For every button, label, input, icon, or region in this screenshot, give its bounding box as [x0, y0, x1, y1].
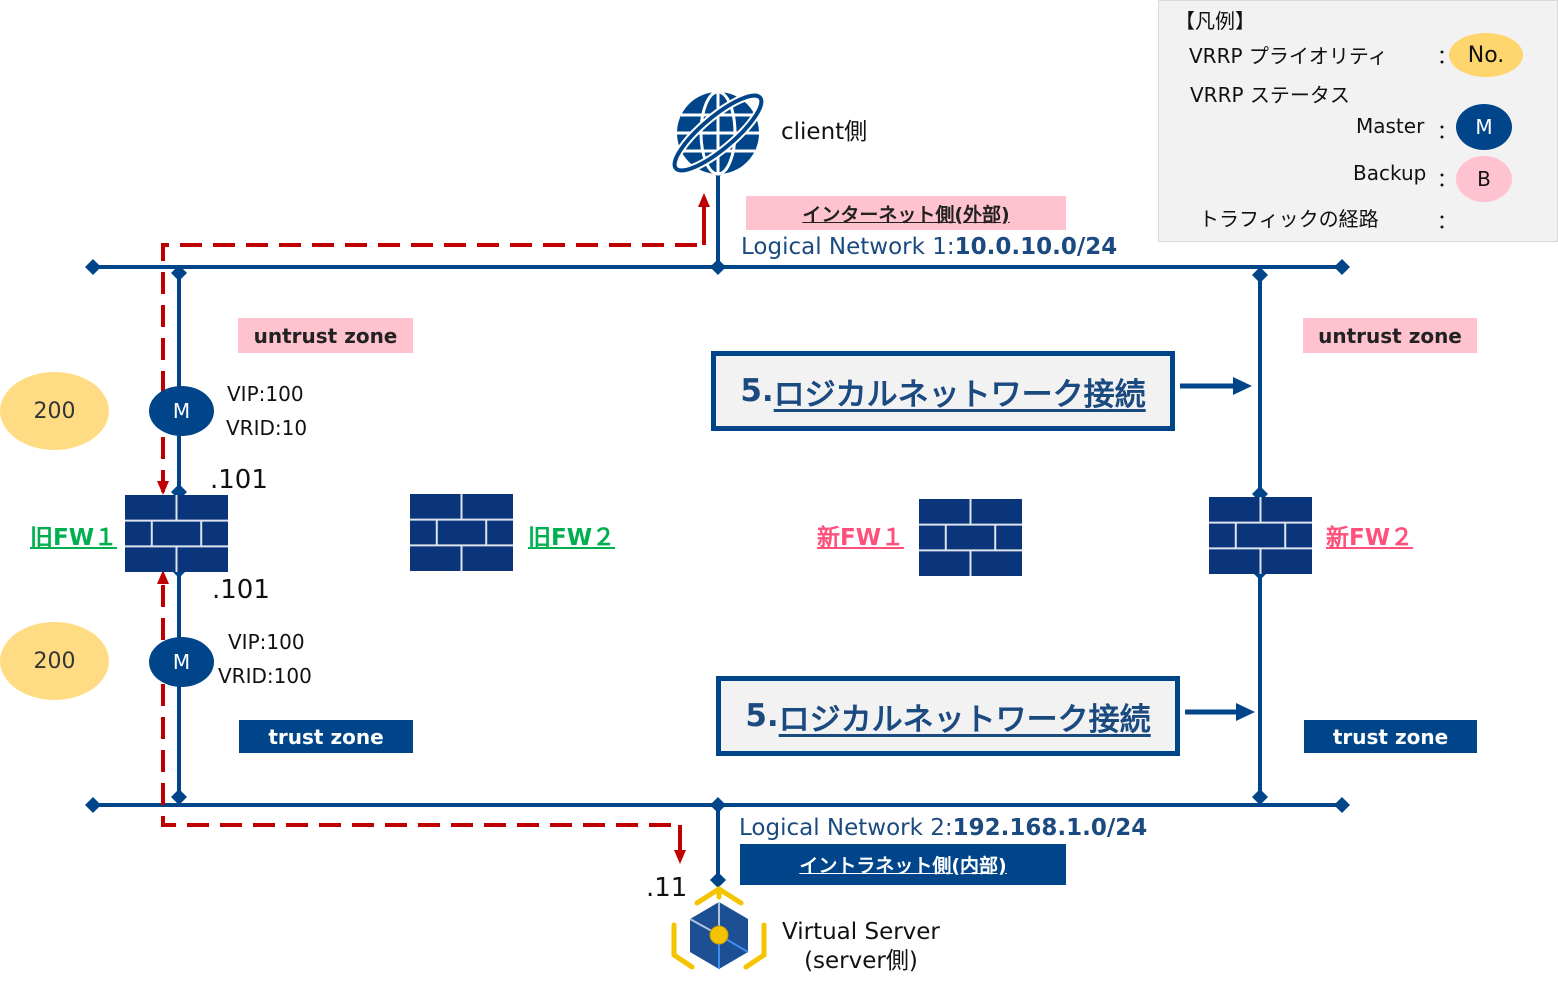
legend-backup-symbol: B [1456, 156, 1512, 202]
new-fw1-label[interactable]: 新FW１ [817, 525, 905, 551]
network1-name: Logical Network 1: [741, 234, 955, 260]
legend-colon: ： [1437, 167, 1457, 191]
firewall-icon-new-fw2[interactable] [1209, 497, 1312, 574]
traffic-arrow-up-client [698, 193, 710, 207]
network1-label: Logical Network 1:10.0.10.0/24 [741, 234, 1117, 260]
vrrp-status-upper: M [149, 386, 214, 436]
legend-master-symbol: M [1456, 104, 1512, 150]
server-label: Virtual Server (server側) [782, 918, 940, 976]
legend-traffic-label: トラフィックの経路 [1199, 207, 1379, 231]
server-label-line2: (server側) [804, 948, 918, 974]
firewall-icon-old-fw2[interactable] [410, 494, 513, 571]
step-box-lower: 5.ロジカルネットワーク接続 [716, 676, 1180, 756]
untrust-zone-left: untrust zone [238, 318, 413, 353]
traffic-arrow-down-server [674, 850, 686, 864]
step-lower-number: 5. [745, 698, 779, 734]
step-upper-text: ロジカルネットワーク接続 [773, 376, 1146, 413]
vrrp-vip-upper: VIP:100 [227, 382, 304, 406]
network1-cidr: 10.0.10.0/24 [954, 234, 1118, 260]
legend-priority-label: VRRP プライオリティ [1189, 44, 1388, 68]
vrrp-vip-lower: VIP:100 [228, 630, 305, 654]
legend-priority-symbol: No. [1449, 33, 1523, 77]
vrrp-vrid-lower: VRID:100 [218, 664, 312, 688]
step-upper-arrow [1180, 377, 1252, 395]
old-fw1-lower-ip: .101 [212, 575, 270, 605]
legend-colon: ： [1437, 119, 1457, 143]
intranet-side-tag: イントラネット側(内部) [740, 844, 1066, 885]
vrrp-info-upper: VIP:100 VRID:10 [226, 377, 308, 445]
vrrp-vrid-upper: VRID:10 [226, 416, 308, 440]
network2-name: Logical Network 2: [739, 815, 953, 841]
legend-status-label: VRRP ステータス [1190, 83, 1350, 107]
trust-zone-left: trust zone [239, 720, 413, 753]
server-ip: .11 [646, 873, 688, 903]
legend-colon: ： [1437, 209, 1457, 233]
legend-master-label: Master [1356, 114, 1425, 138]
old-fw2-label[interactable]: 旧FW２ [528, 525, 616, 551]
globe-icon [670, 90, 766, 176]
vrrp-status-lower: M [149, 637, 214, 687]
network2-label: Logical Network 2:192.168.1.0/24 [739, 815, 1147, 841]
legend-backup-label: Backup [1353, 161, 1427, 185]
vrrp-priority-lower: 200 [0, 622, 109, 700]
legend-panel: 【凡例】 VRRP プライオリティ ： No. VRRP ステータス Maste… [1158, 0, 1558, 242]
internet-side-tag: インターネット側(外部) [746, 196, 1066, 230]
step-upper-number: 5. [740, 373, 774, 409]
network2-cidr: 192.168.1.0/24 [952, 815, 1148, 841]
traffic-arrow-down-fw1 [157, 481, 169, 495]
vrrp-priority-upper: 200 [0, 372, 109, 450]
client-label: client側 [781, 119, 868, 145]
trust-zone-right: trust zone [1304, 720, 1477, 753]
legend-title: 【凡例】 [1175, 9, 1255, 33]
step-lower-arrow [1185, 703, 1255, 721]
untrust-zone-right: untrust zone [1303, 318, 1477, 353]
traffic-arrow-up-fw1 [157, 570, 169, 584]
step-box-upper: 5.ロジカルネットワーク接続 [711, 351, 1175, 431]
old-fw1-upper-ip: .101 [210, 465, 268, 495]
firewall-icon-old-fw1[interactable] [125, 495, 228, 572]
step-lower-text: ロジカルネットワーク接続 [778, 701, 1151, 738]
vrrp-info-lower: VIP:100 VRID:100 [218, 625, 312, 693]
new-fw2-label[interactable]: 新FW２ [1326, 525, 1414, 551]
firewall-icon-new-fw1[interactable] [919, 499, 1022, 576]
virtual-server-icon [671, 886, 767, 970]
old-fw1-label[interactable]: 旧FW１ [30, 525, 118, 551]
server-label-line1: Virtual Server [782, 919, 940, 945]
